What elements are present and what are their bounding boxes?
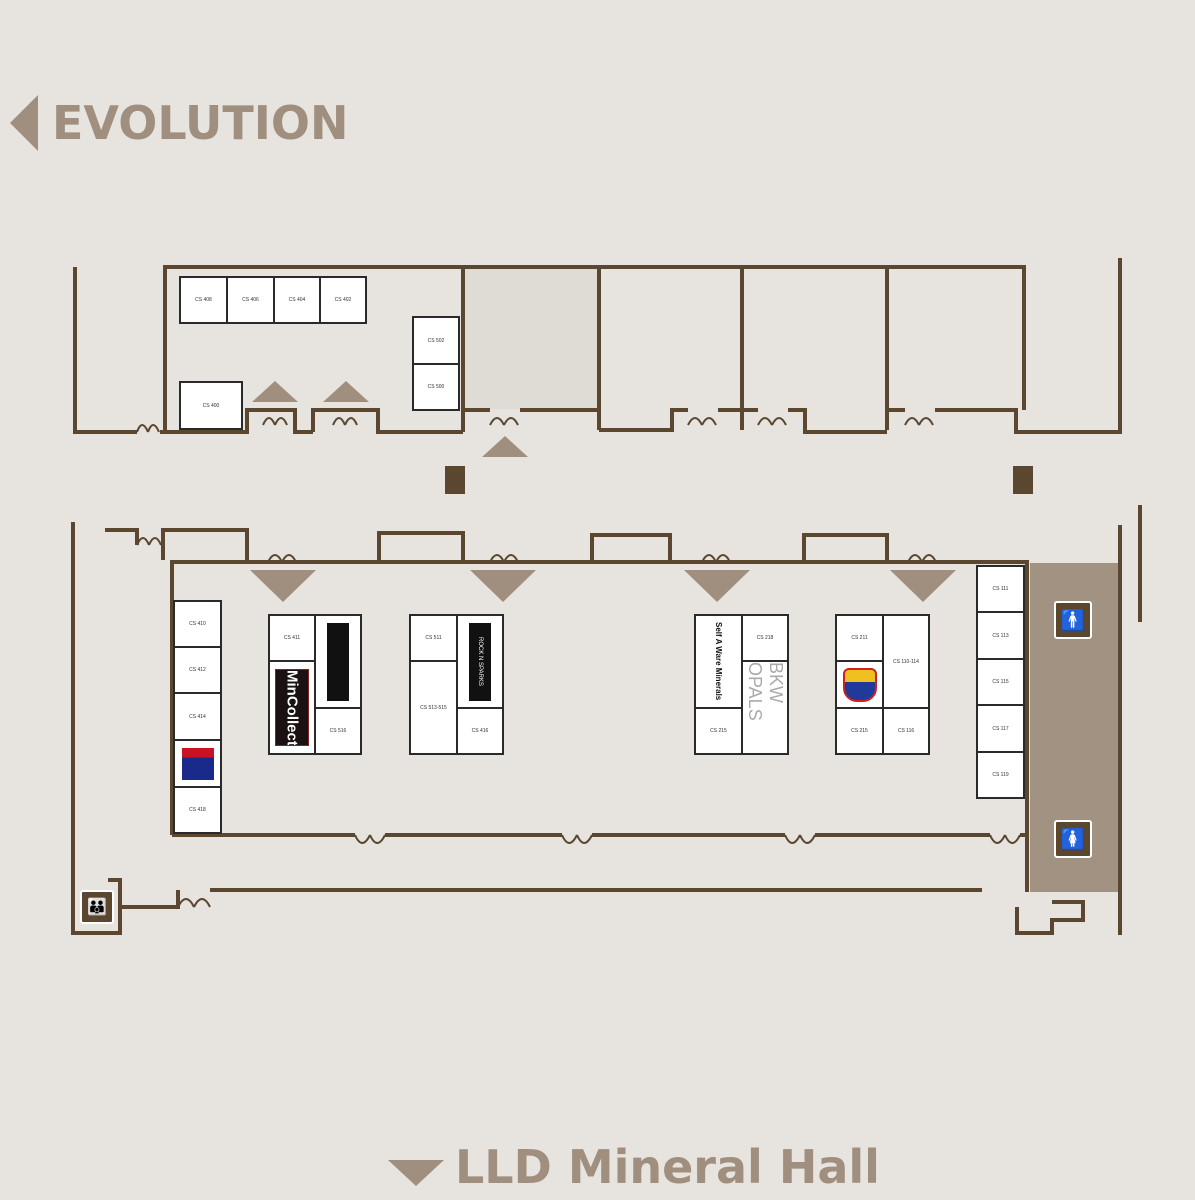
booth-cs-117[interactable]: CS 117 <box>976 704 1025 753</box>
booth-cs-211[interactable]: CS 211 <box>835 614 884 662</box>
exhibitor-logo <box>181 747 214 780</box>
booth-cs-500[interactable]: CS 500 <box>412 363 460 411</box>
lld-mineral-hall-heading[interactable]: LLD Mineral Hall <box>455 1140 880 1194</box>
booth-cs-411[interactable]: CS 411 <box>268 614 316 662</box>
booth-cs-116[interactable]: CS 116 <box>882 707 930 755</box>
entrance-arrow-up-icon <box>252 381 298 402</box>
direction-arrow-down-icon <box>388 1160 444 1186</box>
booth-cs-218[interactable]: CS 218 <box>741 614 789 662</box>
booth-logo-exhibitor[interactable] <box>173 739 222 788</box>
booth-cs-115[interactable]: CS 115 <box>976 658 1025 706</box>
booth-cs-111[interactable]: CS 111 <box>976 565 1025 613</box>
rock-n-sparks-logo: ROCK N SPARKS <box>469 622 491 701</box>
entrance-arrow-down-icon <box>250 570 316 602</box>
booth-rock-n-sparks[interactable]: ROCK N SPARKS <box>456 614 504 709</box>
booth-cs-402[interactable]: CS 402 <box>319 276 367 324</box>
booth-cs-410[interactable]: CS 410 <box>173 600 222 648</box>
family-restroom-icon: 👪 <box>80 890 114 924</box>
booth-cs-215-left[interactable]: CS 215 <box>694 707 743 755</box>
entrance-arrow-up-icon <box>323 381 369 402</box>
booth-cs-516[interactable]: CS 516 <box>314 707 362 755</box>
booth-cs-502[interactable]: CS 502 <box>412 316 460 365</box>
entrance-arrow-down-icon <box>890 570 956 602</box>
evolution-heading[interactable]: EVOLUTION <box>52 96 349 150</box>
booth-cs-404[interactable]: CS 404 <box>273 276 321 324</box>
booth-logo-exhibitor-2[interactable] <box>835 660 884 709</box>
entrance-arrow-up-icon <box>482 436 528 457</box>
booth-cs-511[interactable]: CS 511 <box>409 614 458 662</box>
booth-cs-408[interactable]: CS 408 <box>179 276 228 324</box>
exhibitor-banner-logo <box>327 622 349 701</box>
booth-self-a-ware-minerals[interactable]: Self A Ware Minerals <box>694 614 743 709</box>
booth-exhibitor-banner[interactable] <box>314 614 362 709</box>
entrance-arrow-down-icon <box>684 570 750 602</box>
mincollect-logo: MinCollect <box>275 669 309 746</box>
booth-cs-418[interactable]: CS 418 <box>173 786 222 834</box>
booth-cs-414[interactable]: CS 414 <box>173 692 222 741</box>
booth-cs-513-515[interactable]: CS 513-515 <box>409 660 458 755</box>
entrance-arrow-down-icon <box>470 570 536 602</box>
booth-cs-400[interactable]: CS 400 <box>179 381 243 430</box>
man-icon: 🚹 <box>1054 601 1092 639</box>
booth-cs-119[interactable]: CS 119 <box>976 751 1025 799</box>
booth-cs-416[interactable]: CS 416 <box>456 707 504 755</box>
booth-cs-110-114[interactable]: CS 110-114 <box>882 614 930 709</box>
booth-cs-113[interactable]: CS 113 <box>976 611 1025 660</box>
exhibitor-badge-logo <box>842 667 877 702</box>
direction-arrow-left-icon <box>10 95 38 151</box>
booth-cs-412[interactable]: CS 412 <box>173 646 222 694</box>
woman-icon: 🚺 <box>1054 820 1092 858</box>
booth-cs-406[interactable]: CS 406 <box>226 276 275 324</box>
booth-mincollect[interactable]: MinCollect <box>268 660 316 755</box>
booth-cs-215-right[interactable]: CS 215 <box>835 707 884 755</box>
booth-bkw-opals[interactable]: BKW OPALS <box>741 660 789 755</box>
